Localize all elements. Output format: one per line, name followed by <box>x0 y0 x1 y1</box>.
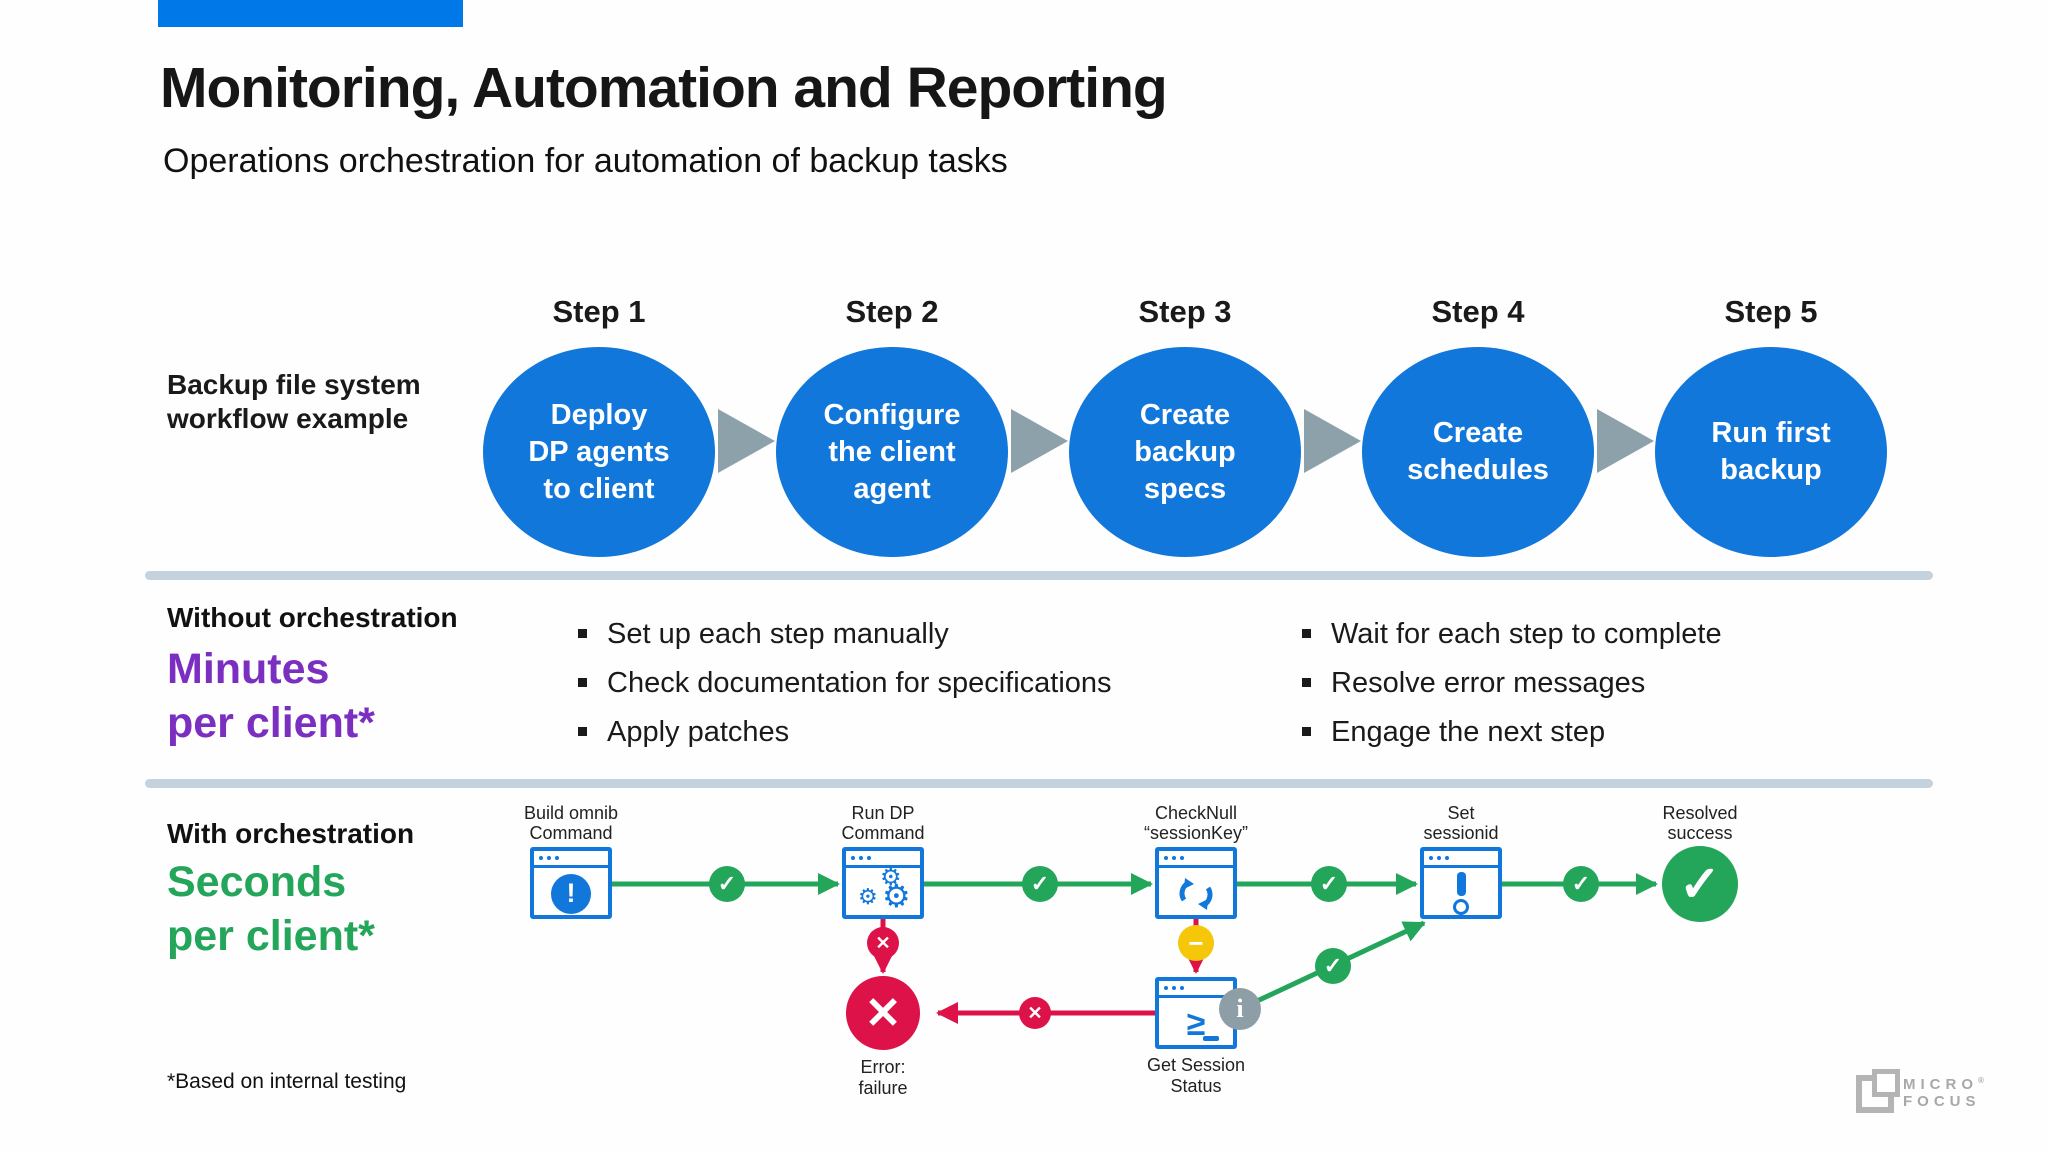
step-3-text: Create backup specs <box>1134 398 1236 505</box>
arrow-right-icon <box>1597 409 1654 473</box>
microfocus-logo-icon <box>1872 1069 1900 1097</box>
info-glyph: i <box>1236 994 1244 1023</box>
microfocus-logo-text: MICRO® FOCUS <box>1903 1072 1984 1110</box>
window-title-dots <box>1159 981 1233 998</box>
check-badge: ✓ <box>1022 866 1058 902</box>
bullet-icon <box>578 678 587 687</box>
bullet-text: Wait for each step to complete <box>1331 618 1722 650</box>
cross-icon: ✕ <box>1027 1002 1043 1023</box>
without-metric: Minutes per client* <box>167 645 375 747</box>
check-icon: ✓ <box>1323 953 1343 978</box>
refresh-icon <box>1179 877 1213 910</box>
bullet-icon <box>1302 727 1311 736</box>
step-3-circle: Create backup specs <box>1069 347 1301 557</box>
step-5-text: Run first backup <box>1711 417 1831 486</box>
node-checknull <box>1155 847 1237 919</box>
step-4-text: Create schedules <box>1407 417 1549 486</box>
list-item: Check documentation for specifications <box>578 664 1258 702</box>
step-1-label: Step 1 <box>552 294 646 329</box>
step-1-circle: Deploy DP agents to client <box>483 347 715 557</box>
gear-icon: ⚙ <box>882 878 911 914</box>
without-heading: Without orchestration <box>167 602 458 633</box>
node-label: Build omnib Command <box>523 803 619 843</box>
error-label: Error: failure <box>858 1057 908 1098</box>
page-subtitle: Operations orchestration for automation … <box>163 142 1008 180</box>
exclamation-icon <box>1453 872 1469 915</box>
bullet-icon <box>578 727 587 736</box>
list-item: Engage the next step <box>1302 713 1942 751</box>
workflow-row-label: Backup file system workflow example <box>167 369 421 434</box>
divider <box>145 571 1933 580</box>
alert-icon: ! <box>551 873 591 914</box>
info-icon: i <box>1219 988 1261 1030</box>
gear-icon: ⚙ <box>880 864 902 891</box>
bullet-icon <box>578 629 587 638</box>
logo-reg: ® <box>1978 1076 1984 1085</box>
node-label: CheckNull “sessionKey” <box>1143 803 1249 843</box>
step-2-circle: Configure the client agent <box>776 347 1008 557</box>
minus-icon: − <box>1188 927 1204 958</box>
list-item: Resolve error messages <box>1302 664 1942 702</box>
node-run-dp: ⚙ ⚙ ⚙ <box>842 847 924 919</box>
arrow-right-icon <box>1011 409 1068 473</box>
fail-badge: ✕ <box>1019 997 1051 1029</box>
bullet-text: Set up each step manually <box>607 618 949 650</box>
node-label: Resolved success <box>1662 803 1738 843</box>
window-title-dots <box>1159 851 1233 868</box>
powershell-icon: ≥ <box>1186 1004 1206 1043</box>
list-item: Apply patches <box>578 713 1258 751</box>
list-item: Wait for each step to complete <box>1302 615 1942 653</box>
logo-line1: MICRO <box>1903 1076 1978 1093</box>
bullet-text: Engage the next step <box>1331 716 1606 748</box>
window-title-dots <box>1424 851 1498 868</box>
step-5-label: Step 5 <box>1724 294 1818 329</box>
cross-icon: ✕ <box>875 932 891 953</box>
check-badge: ✓ <box>1563 866 1599 902</box>
powershell-underscore <box>1203 1036 1219 1041</box>
check-badge: ✓ <box>1315 948 1351 984</box>
footnote: *Based on internal testing <box>167 1070 407 1093</box>
bullet-text: Resolve error messages <box>1331 667 1646 699</box>
step-1-text: Deploy DP agents to client <box>528 398 670 505</box>
bullet-icon <box>1302 629 1311 638</box>
error-circle: ✕ <box>846 976 920 1050</box>
logo-line2: FOCUS <box>1903 1093 1981 1110</box>
bullet-text: Check documentation for specifications <box>607 667 1112 699</box>
node-label: Run DP Command <box>841 803 925 843</box>
node-build-omnib: ! <box>530 847 612 919</box>
check-icon: ✓ <box>1030 871 1050 896</box>
bullet-icon <box>1302 678 1311 687</box>
with-metric: Seconds per client* <box>167 858 375 960</box>
node-label: Set sessionid <box>1423 803 1499 843</box>
session-label: Get Session Status <box>1146 1055 1246 1096</box>
with-heading: With orchestration <box>167 818 415 849</box>
cross-icon: ✕ <box>864 988 902 1038</box>
fail-badge: ✕ <box>867 927 899 959</box>
check-icon: ✓ <box>1679 856 1721 912</box>
window-title-dots <box>846 851 920 868</box>
arrow-right-icon <box>718 409 775 473</box>
step-2-text: Configure the client agent <box>823 398 961 505</box>
arrow-right-icon <box>1304 409 1361 473</box>
check-badge: ✓ <box>1311 866 1347 902</box>
check-icon: ✓ <box>1319 871 1339 896</box>
step-3-label: Step 3 <box>1138 294 1232 329</box>
check-badge: ✓ <box>709 866 745 902</box>
step-4-label: Step 4 <box>1431 294 1525 329</box>
step-2-label: Step 2 <box>845 294 939 329</box>
window-title-dots <box>534 851 608 868</box>
warning-badge: − <box>1178 925 1214 961</box>
bullet-text: Apply patches <box>607 716 790 748</box>
page-title: Monitoring, Automation and Reporting <box>160 56 1168 120</box>
step-4-circle: Create schedules <box>1362 347 1594 557</box>
step-5-circle: Run first backup <box>1655 347 1887 557</box>
divider <box>145 779 1933 788</box>
accent-bar <box>158 0 463 27</box>
list-item: Set up each step manually <box>578 615 1258 653</box>
gear-icon: ⚙ <box>858 884 878 909</box>
check-icon: ✓ <box>717 871 737 896</box>
node-set-sessionid <box>1420 847 1502 919</box>
check-icon: ✓ <box>1571 871 1591 896</box>
resolved-circle: ✓ <box>1662 846 1738 922</box>
